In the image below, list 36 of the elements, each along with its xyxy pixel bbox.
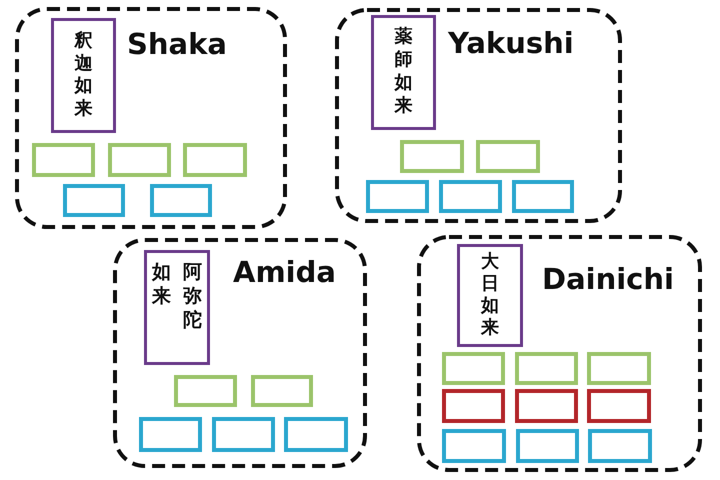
dashed-frame [417, 235, 702, 472]
answer-box [400, 140, 464, 173]
answer-box [174, 375, 237, 407]
heading: Amida [233, 258, 336, 287]
answer-box [515, 389, 578, 423]
answer-box [108, 143, 171, 177]
answer-box [587, 389, 651, 423]
answer-box [442, 429, 506, 463]
vertical-label-box: 阿弥陀如来 [144, 250, 210, 365]
vertical-label-box: 釈迦如来 [51, 18, 116, 133]
dashed-frame [113, 238, 367, 468]
answer-box [476, 140, 540, 173]
answer-box [442, 389, 505, 423]
answer-box [587, 352, 651, 385]
answer-box [32, 143, 95, 177]
vertical-label-box: 薬師如来 [371, 15, 436, 130]
answer-box [212, 417, 275, 452]
answer-box [588, 429, 652, 463]
dashed-frame [335, 8, 622, 223]
answer-box [63, 184, 125, 217]
answer-box [516, 429, 579, 463]
heading: Dainichi [542, 265, 674, 294]
answer-box [442, 352, 505, 385]
answer-box [366, 180, 429, 213]
answer-box [139, 417, 202, 452]
answer-box [439, 180, 502, 213]
answer-box [284, 417, 348, 452]
answer-box [515, 352, 578, 385]
answer-box [251, 375, 313, 407]
answer-box [150, 184, 212, 217]
dashed-frame [15, 7, 287, 229]
heading: Yakushi [448, 29, 574, 58]
heading: Shaka [127, 30, 227, 59]
answer-box [512, 180, 574, 213]
answer-box [183, 143, 247, 177]
vertical-label-box: 大日如来 [457, 244, 523, 347]
